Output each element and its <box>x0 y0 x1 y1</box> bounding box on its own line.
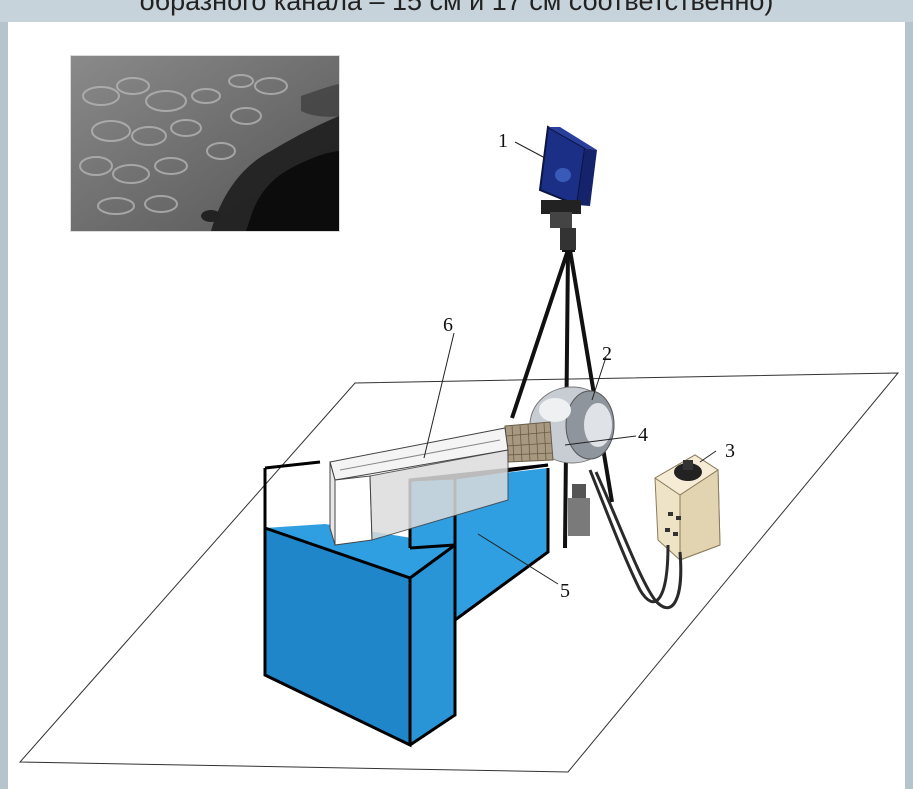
callout-5: 5 <box>560 580 570 602</box>
camera <box>540 127 597 228</box>
support-block <box>568 484 590 536</box>
voltage-regulator <box>655 455 720 560</box>
honeycomb-grid <box>505 422 553 462</box>
callout-6: 6 <box>443 314 453 336</box>
callout-2: 2 <box>602 343 612 365</box>
tripod-head <box>560 228 576 250</box>
callout-1: 1 <box>498 130 508 152</box>
callout-3: 3 <box>725 440 735 462</box>
callout-4: 4 <box>638 424 648 446</box>
